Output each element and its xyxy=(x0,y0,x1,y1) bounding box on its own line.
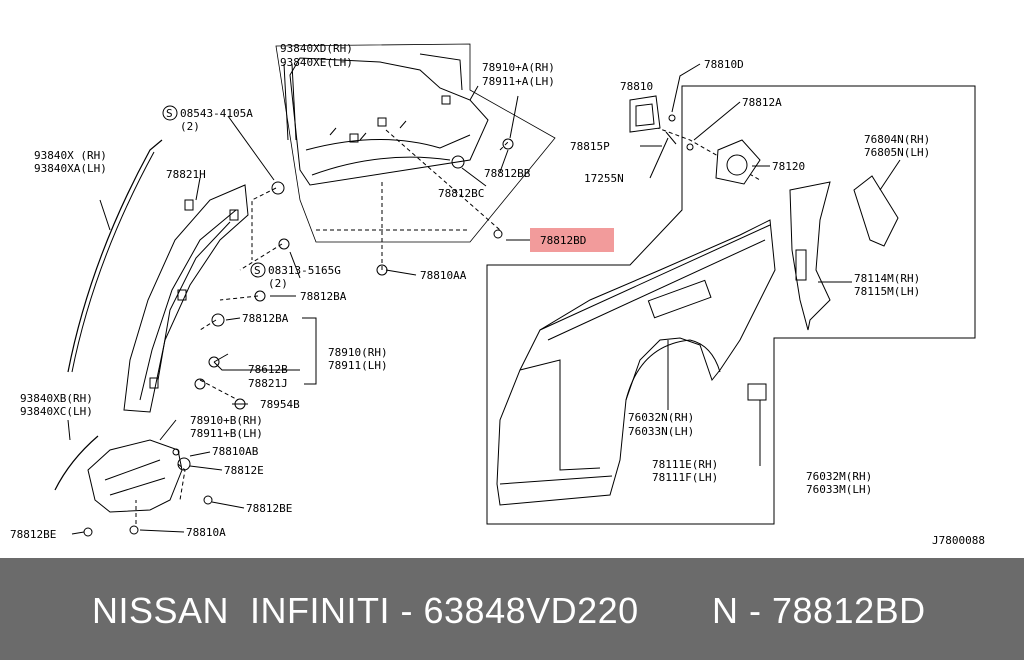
label: 17255N xyxy=(584,172,624,185)
label: 78810AB xyxy=(212,445,259,458)
label: 78910+A(RH) xyxy=(482,61,555,74)
label: 93840XC(LH) xyxy=(20,405,93,418)
body-panel-frame xyxy=(486,85,976,525)
label: 93840XB(RH) xyxy=(20,392,93,405)
diagram-code: J7800088 xyxy=(932,534,985,547)
label: 78812BA xyxy=(300,290,347,303)
exploded-parts-diagram: S S 93840XD(RH) 93840XE(LH) 78910+A(RH) … xyxy=(10,42,985,547)
label: 78910(RH) xyxy=(328,346,388,359)
label: 78810D xyxy=(704,58,744,71)
pillar-trim xyxy=(789,175,899,331)
molding-strip xyxy=(67,139,163,373)
label: 76033M(LH) xyxy=(806,483,872,496)
label: 78812BC xyxy=(438,187,484,200)
footer-oem-number: NISSAN INFINITI - 63848VD220 xyxy=(92,590,639,631)
screw-symbol xyxy=(162,105,178,121)
label: 93840XA(LH) xyxy=(34,162,107,175)
leader-lines xyxy=(67,63,901,535)
label: 78114M(RH) xyxy=(854,272,920,285)
label: 78810A xyxy=(186,526,226,539)
label: 78810 xyxy=(620,80,653,93)
label: 78812E xyxy=(224,464,264,477)
label: 78612B xyxy=(248,363,288,376)
label: 93840XD(RH) xyxy=(280,42,353,55)
label: 78911+B(LH) xyxy=(190,427,263,440)
label: (2) xyxy=(268,277,288,290)
screw-symbol xyxy=(250,262,266,278)
label: 78911+A(LH) xyxy=(482,75,555,88)
label: 76804N(RH) xyxy=(864,133,930,146)
svg-text:S: S xyxy=(254,264,261,277)
rear-quarter-panel xyxy=(496,219,776,506)
label: 78810AA xyxy=(420,269,467,282)
label: 78815P xyxy=(570,140,610,153)
label: (2) xyxy=(180,120,200,133)
upper-trim-panel xyxy=(275,43,556,243)
label: 78115M(LH) xyxy=(854,285,920,298)
fuel-lid-parts xyxy=(629,95,761,185)
fasteners xyxy=(83,138,767,537)
label: 76032N(RH) xyxy=(628,411,694,424)
label-highlighted: 78812BD xyxy=(540,234,586,247)
label: 78821J xyxy=(248,377,288,390)
label: 78812BA xyxy=(242,312,289,325)
label: 78821H xyxy=(166,168,206,181)
label: 93840XE(LH) xyxy=(280,56,353,69)
highlight-box xyxy=(530,228,614,252)
label: 78954B xyxy=(260,398,300,411)
label: 78812A xyxy=(742,96,782,109)
label: 76033N(LH) xyxy=(628,425,694,438)
label: 08313-5165G xyxy=(268,264,341,277)
label: 78111F(LH) xyxy=(652,471,718,484)
label: 78120 xyxy=(772,160,805,173)
label: 08543-4105A xyxy=(180,107,253,120)
svg-text:S: S xyxy=(166,107,173,120)
label: 93840X (RH) xyxy=(34,149,107,162)
lower-mud-guard xyxy=(54,435,183,513)
label: 78812BB xyxy=(484,167,531,180)
label: 76805N(LH) xyxy=(864,146,930,159)
label: 76032M(RH) xyxy=(806,470,872,483)
wheel-arch-trim xyxy=(123,184,249,413)
label: 78911(LH) xyxy=(328,359,388,372)
part-number-footer: NISSAN INFINITI - 63848VD220 N - 78812BD xyxy=(0,558,1024,660)
label: 78812BE xyxy=(10,528,56,541)
label: 78111E(RH) xyxy=(652,458,718,471)
label: 78910+B(RH) xyxy=(190,414,263,427)
footer-part-number: N - 78812BD xyxy=(712,590,926,631)
label: 78812BE xyxy=(246,502,292,515)
